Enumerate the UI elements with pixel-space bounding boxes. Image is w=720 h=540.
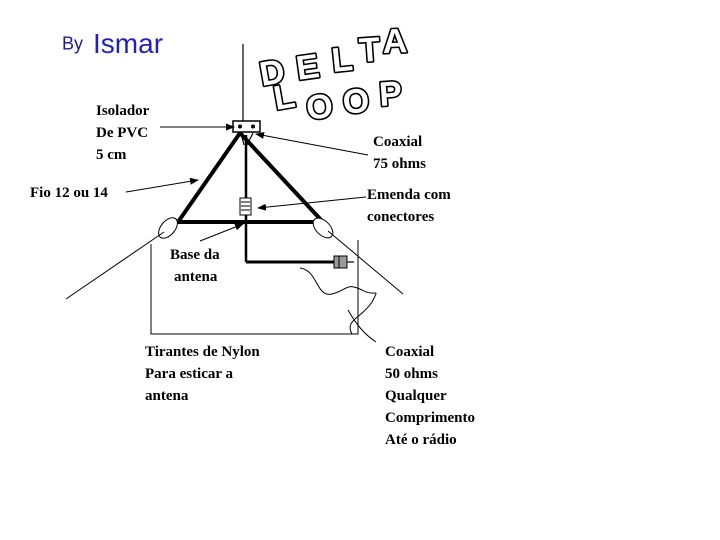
label-line: 5 cm	[96, 147, 127, 163]
title-letter: O	[304, 87, 335, 128]
delta-loop-wire	[176, 131, 325, 224]
title-letter: D	[257, 52, 288, 94]
insulator-hole-right	[251, 124, 255, 129]
corner-insulator-left	[158, 217, 178, 239]
coax-75-feed-right	[246, 132, 254, 146]
coax-50-cable	[299, 267, 377, 335]
coax-50-pointer	[347, 309, 377, 343]
title-letter: P	[378, 74, 403, 113]
pvc-insulator	[232, 120, 261, 133]
arrow-fio	[125, 177, 199, 193]
author: By Ismar	[62, 28, 163, 60]
label-line: Coaxial	[373, 134, 423, 150]
label-line: Coaxial	[385, 344, 435, 360]
label-line: antena	[174, 269, 218, 285]
label-base: Base da antena	[170, 244, 220, 288]
label-line: Para esticar a	[145, 366, 234, 382]
arrow-coaxial-75	[255, 132, 369, 156]
label-isolador: Isolador De PVC 5 cm	[96, 100, 149, 166]
label-line: De PVC	[96, 125, 149, 141]
corner-insulator-right	[312, 217, 334, 239]
label-coaxial-50: Coaxial 50 ohms Qualquer Comprimento Até…	[385, 341, 475, 451]
title-delta-loop: D E L T A L O O P	[255, 21, 409, 130]
guy-line-left	[65, 231, 165, 300]
label-emenda: Emenda com conectores	[367, 184, 451, 228]
title-letter: L	[271, 77, 298, 118]
label-fio: Fio 12 ou 14	[30, 182, 108, 204]
arrow-emenda	[257, 196, 367, 211]
radio-connector	[333, 255, 348, 269]
title-letter: A	[382, 22, 408, 61]
title-letter: L	[330, 40, 355, 80]
label-line: Tirantes de Nylon	[145, 344, 260, 360]
author-by: By	[62, 33, 84, 54]
arrow-base	[199, 223, 244, 242]
author-name: Ismar	[93, 28, 164, 59]
label-line: Fio 12 ou 14	[30, 185, 108, 201]
label-line: Base da	[170, 247, 220, 263]
title-letter: O	[341, 81, 371, 122]
title-letter: E	[294, 47, 322, 88]
coax-75-feed-left	[240, 132, 245, 146]
label-line: Qualquer	[385, 388, 447, 404]
label-tirantes: Tirantes de Nylon Para esticar a antena	[145, 341, 260, 407]
label-line: conectores	[367, 209, 435, 225]
label-line: Isolador	[96, 103, 150, 119]
insulator-hole-left	[238, 124, 242, 129]
label-line: 50 ohms	[385, 366, 438, 382]
label-line: Comprimento	[385, 410, 475, 426]
guy-line-right	[327, 230, 404, 295]
label-line: 75 ohms	[373, 156, 426, 172]
label-line: Emenda com	[367, 187, 451, 203]
label-line: antena	[145, 388, 189, 404]
tirantes-pointer	[150, 240, 359, 335]
title-letter: T	[358, 31, 382, 70]
label-line: Até o rádio	[385, 432, 457, 448]
label-coaxial-75: Coaxial 75 ohms	[373, 131, 426, 175]
